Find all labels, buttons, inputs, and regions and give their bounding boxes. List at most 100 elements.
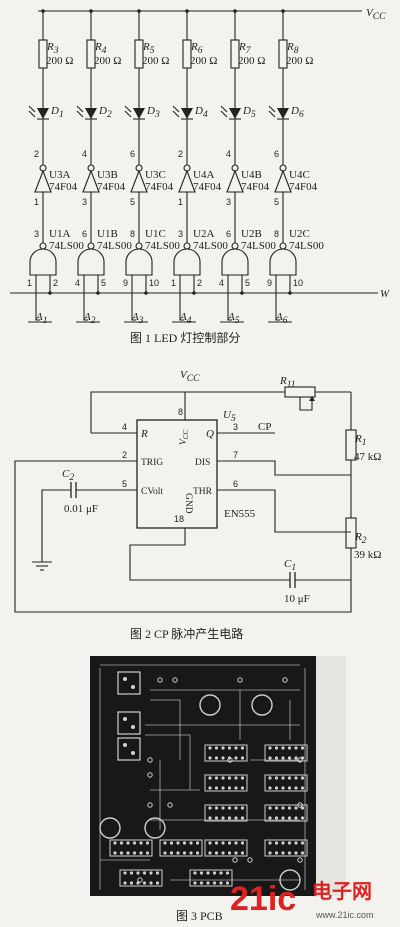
pcb-pad-98 bbox=[287, 841, 292, 845]
pcb-pad-74 bbox=[294, 806, 298, 810]
pcb-via-196 bbox=[232, 857, 238, 863]
nand-bubble-3 bbox=[135, 242, 143, 250]
nand-pin-b-3: 10 bbox=[149, 278, 159, 288]
nand-part-3: 74LS00 bbox=[145, 240, 180, 252]
pcb-pad-137 bbox=[142, 871, 147, 875]
pcb-via-193 bbox=[147, 802, 153, 808]
nand-gate-5 bbox=[221, 248, 249, 276]
inv-pin-out-3: 6 bbox=[130, 149, 135, 159]
pcb-pad-162 bbox=[123, 677, 127, 681]
input-wire-3 bbox=[131, 283, 136, 321]
pcb-pad-139 bbox=[149, 871, 153, 875]
pcb-pad-87 bbox=[234, 841, 238, 845]
led-4 bbox=[181, 108, 193, 119]
pin-7-number: 7 bbox=[233, 450, 238, 460]
pcb-pad-99 bbox=[287, 851, 292, 855]
pcb-via-197 bbox=[247, 857, 253, 863]
nand-bubble-2 bbox=[87, 242, 95, 250]
w-bus-label: W bbox=[380, 288, 390, 300]
inv-pin-out-5: 4 bbox=[226, 149, 231, 159]
pcb-block-164 bbox=[117, 711, 141, 735]
pcb-pad-142 bbox=[155, 881, 160, 885]
pcb-pad-1 bbox=[208, 746, 212, 750]
pcb-pad-55 bbox=[214, 806, 219, 810]
pcb-pad-119 bbox=[163, 851, 167, 855]
led-5 bbox=[229, 108, 241, 119]
pcb-pad-118 bbox=[163, 841, 167, 845]
pcb-pad-5 bbox=[221, 746, 225, 750]
pcb-ic-117 bbox=[159, 839, 203, 857]
led-ray-a-5 bbox=[220, 105, 228, 113]
pcb-block-167 bbox=[117, 737, 141, 761]
input-wire-6 bbox=[275, 283, 280, 321]
pcb-pad-116 bbox=[145, 851, 150, 855]
pcb-pad-131 bbox=[123, 871, 127, 875]
nand-pin-b-2: 5 bbox=[101, 278, 106, 288]
led-ref-4: D4 bbox=[194, 105, 208, 120]
pcb-pad-49 bbox=[294, 786, 298, 790]
c1-ref: C1 bbox=[284, 558, 296, 573]
pcb-pad-85 bbox=[227, 841, 232, 845]
resistor-ref-6: R8 bbox=[286, 41, 299, 56]
pcb-pad-94 bbox=[274, 841, 279, 845]
pcb-pad-37 bbox=[240, 776, 245, 780]
pin-gnd-wire bbox=[129, 528, 290, 581]
r2-value: 39 kΩ bbox=[354, 549, 381, 561]
pcb-pad-90 bbox=[240, 851, 245, 855]
pcb-pad-149 bbox=[206, 881, 210, 885]
fig2-cp-pulse-circuit: VCC U5 EN555 8 VCC 4 R 3 Q CP 2 TRIG 7 D… bbox=[14, 369, 381, 641]
nand-pin-a-3: 9 bbox=[123, 278, 128, 288]
pcb-pad-19 bbox=[281, 756, 285, 760]
pcb-pad-110 bbox=[126, 851, 130, 855]
pcb-pad-134 bbox=[129, 881, 134, 885]
pin-thr-name: THR bbox=[193, 487, 213, 497]
pcb-pad-120 bbox=[169, 841, 174, 845]
pcb-pad-72 bbox=[287, 806, 292, 810]
inv-pin-out-6: 6 bbox=[274, 149, 279, 159]
nand-part-5: 74LS00 bbox=[241, 240, 276, 252]
nand-pin-a-5: 4 bbox=[219, 278, 224, 288]
pcb-pad-81 bbox=[214, 841, 219, 845]
pin-7-dis-wire bbox=[217, 460, 351, 476]
c2-ref: C2 bbox=[62, 468, 74, 483]
pin-cvolt-name: CVolt bbox=[141, 487, 163, 497]
fig3-pcb-photo: 图 3 PCB bbox=[90, 656, 346, 923]
pcb-pad-133 bbox=[129, 871, 134, 875]
r1-value: 47 kΩ bbox=[354, 451, 381, 463]
led-ref-1: D1 bbox=[50, 105, 64, 120]
pcb-pad-59 bbox=[227, 806, 232, 810]
pcb-pad-60 bbox=[227, 816, 232, 820]
nand-pin-out-2: 6 bbox=[82, 229, 87, 239]
inverter-name-2: U3B bbox=[97, 169, 118, 181]
pin-r-name: R bbox=[140, 428, 148, 440]
nand-pin-out-4: 3 bbox=[178, 229, 183, 239]
pcb-pad-11 bbox=[240, 746, 245, 750]
inverter-part-4: 74F04 bbox=[193, 181, 222, 193]
inverter-part-6: 74F04 bbox=[289, 181, 318, 193]
nand-part-6: 74LS00 bbox=[289, 240, 324, 252]
vcc-junction-5 bbox=[233, 9, 237, 13]
pcb-pad-86 bbox=[227, 851, 232, 855]
resistor-ref-3: R5 bbox=[142, 41, 155, 56]
led-ref-3: D3 bbox=[146, 105, 160, 120]
led-1 bbox=[37, 108, 49, 119]
pcb-pad-138 bbox=[142, 881, 147, 885]
pcb-pad-35 bbox=[234, 776, 238, 780]
pcb-pad-128 bbox=[195, 841, 200, 845]
pcb-pad-144 bbox=[193, 871, 197, 875]
nand-pin-a-4: 1 bbox=[171, 278, 176, 288]
pcb-pad-106 bbox=[113, 851, 117, 855]
pcb-trace-174 bbox=[150, 699, 181, 760]
pin-3-number: 3 bbox=[233, 422, 238, 432]
pcb-pad-100 bbox=[294, 841, 298, 845]
pcb-pad-69 bbox=[274, 816, 279, 820]
pcb-pad-24 bbox=[300, 746, 305, 750]
pcb-pad-62 bbox=[234, 816, 238, 820]
vcc-junction-1 bbox=[41, 9, 45, 13]
pcb-pad-127 bbox=[189, 851, 193, 855]
nand-gate-4 bbox=[173, 248, 201, 276]
pcb-pad-17 bbox=[274, 756, 279, 760]
nand-pin-out-3: 8 bbox=[130, 229, 135, 239]
led-2 bbox=[85, 108, 97, 119]
pcb-ic-26 bbox=[204, 774, 248, 792]
